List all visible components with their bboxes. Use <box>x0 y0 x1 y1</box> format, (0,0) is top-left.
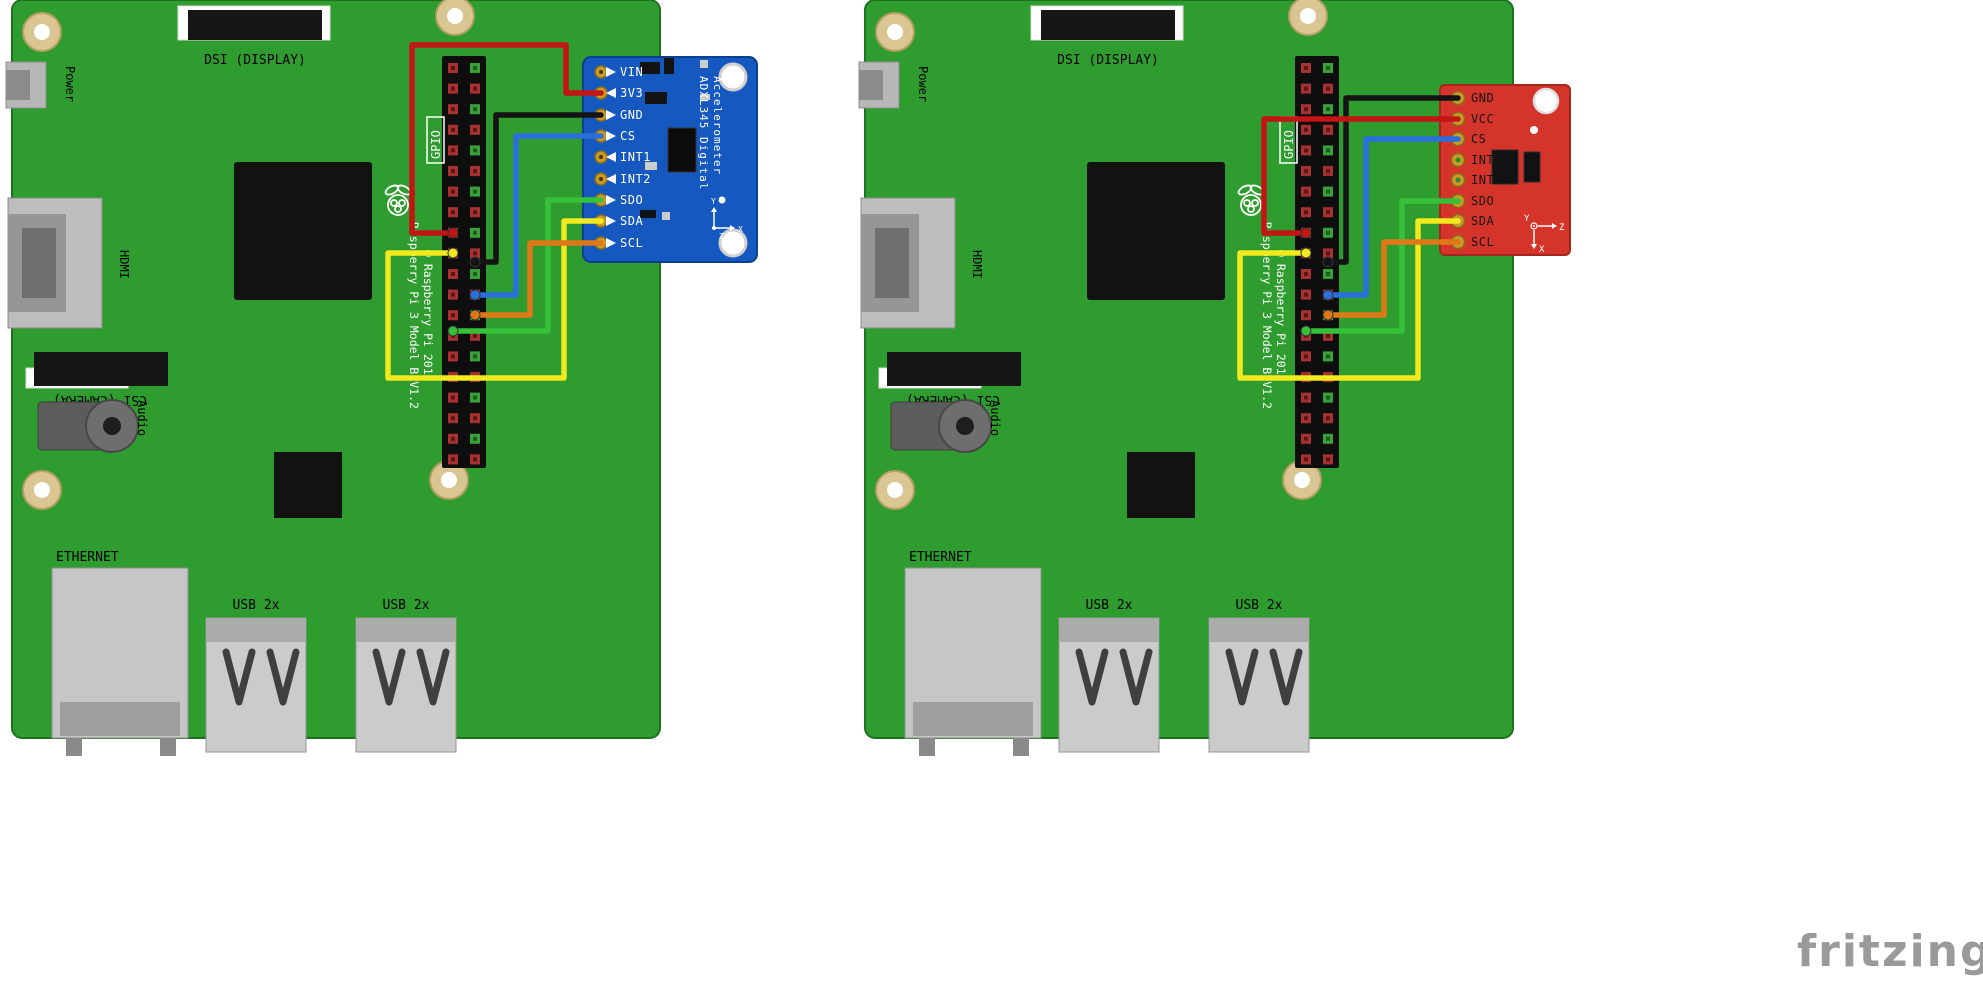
pin-label-sda: SDA <box>620 214 643 228</box>
wires-left <box>385 42 604 381</box>
breakout-mounting-hole <box>1532 87 1560 115</box>
wires-right <box>1237 95 1461 381</box>
wire-end <box>1322 309 1334 321</box>
axis-z-label: Z <box>719 232 724 241</box>
adxl345-chip <box>667 127 697 173</box>
breakout-mounting-hole <box>718 62 748 92</box>
wire-end <box>1300 227 1312 239</box>
fritzing-watermark: fritzing <box>1797 926 1983 977</box>
pin-label-cs: CS <box>620 129 635 143</box>
wire-end <box>447 325 459 337</box>
wire-end <box>1300 247 1312 259</box>
breakout-mounting-hole <box>718 228 748 258</box>
wire-black-gnd <box>472 112 604 265</box>
wire-red-3v3 <box>409 42 604 236</box>
pin-label-sdo: SDO <box>1471 194 1494 208</box>
adafruit-pin-labels: VIN 3V3 GND CS INT1 INT2 SDO SDA SCL <box>620 65 651 250</box>
adafruit-axis-indicator: X Y Z <box>711 197 743 241</box>
wire-end <box>1322 289 1334 301</box>
wire-end <box>1300 325 1312 337</box>
wire-yellow-sda <box>385 218 604 381</box>
wire-green-sdo <box>1303 198 1461 334</box>
wire-blue-cs <box>472 133 604 298</box>
pin-label-int2: INT2 <box>620 172 651 186</box>
wire-black-gnd <box>1325 95 1461 265</box>
pin-label-sda: SDA <box>1471 214 1494 228</box>
adafruit-smd-components <box>640 58 726 220</box>
pin-label-int1: INT1 <box>1471 153 1502 167</box>
adafruit-pins <box>594 65 608 250</box>
pin-label-int1: INT1 <box>620 150 651 164</box>
axis-x-label: X <box>738 225 743 234</box>
aux-chip <box>1523 151 1541 183</box>
pin-label-cs: CS <box>1471 132 1486 146</box>
breakout-via <box>1530 126 1538 134</box>
sparkfun-adxl345-breakout: GND VCC CS INT1 INT2 SDO SDA SCL Y Z X <box>1439 84 1571 256</box>
axis-x-label: X <box>1539 245 1545 255</box>
wire-endpoints-left <box>447 227 481 337</box>
adafruit-pin-arrows <box>606 67 616 248</box>
adafruit-title-line2: Accelerometer <box>711 76 724 175</box>
wire-end <box>469 309 481 321</box>
wire-end <box>1322 256 1334 268</box>
pin-label-scl: SCL <box>1471 235 1494 249</box>
pin-label-scl: SCL <box>620 236 643 250</box>
wire-yellow-sda <box>1237 218 1461 381</box>
adafruit-adxl345-breakout: VIN 3V3 GND CS INT1 INT2 SDO SDA SCL ADX… <box>582 56 758 263</box>
pin-label-gnd: GND <box>1471 91 1494 105</box>
sparkfun-pin-labels: GND VCC CS INT1 INT2 SDO SDA SCL <box>1471 91 1502 249</box>
sparkfun-axis-indicator: Y Z X <box>1524 214 1565 255</box>
wire-end <box>469 256 481 268</box>
adafruit-title-line1: ADXL345 Digital <box>697 76 710 190</box>
adxl345-chip <box>1491 149 1519 185</box>
wire-end <box>447 247 459 259</box>
axis-y-label: Y <box>1524 214 1530 224</box>
wire-endpoints-right <box>1300 227 1334 337</box>
pin-label-vin: VIN <box>620 65 643 79</box>
wire-orange-scl <box>472 240 604 318</box>
wire-green-sdo <box>450 197 604 334</box>
wire-blue-cs <box>1325 136 1461 298</box>
pin-label-vcc: VCC <box>1471 112 1494 126</box>
pin-label-gnd: GND <box>620 108 643 122</box>
pin-label-int2: INT2 <box>1471 173 1502 187</box>
wire-end <box>469 289 481 301</box>
pin-label-3v3: 3V3 <box>620 86 643 100</box>
wire-red-vcc <box>1261 116 1461 236</box>
pin-label-sdo: SDO <box>620 193 643 207</box>
axis-z-label: Z <box>1559 223 1565 233</box>
wire-end <box>447 227 459 239</box>
wire-orange-scl <box>1325 239 1461 318</box>
axis-y-label: Y <box>711 197 716 206</box>
